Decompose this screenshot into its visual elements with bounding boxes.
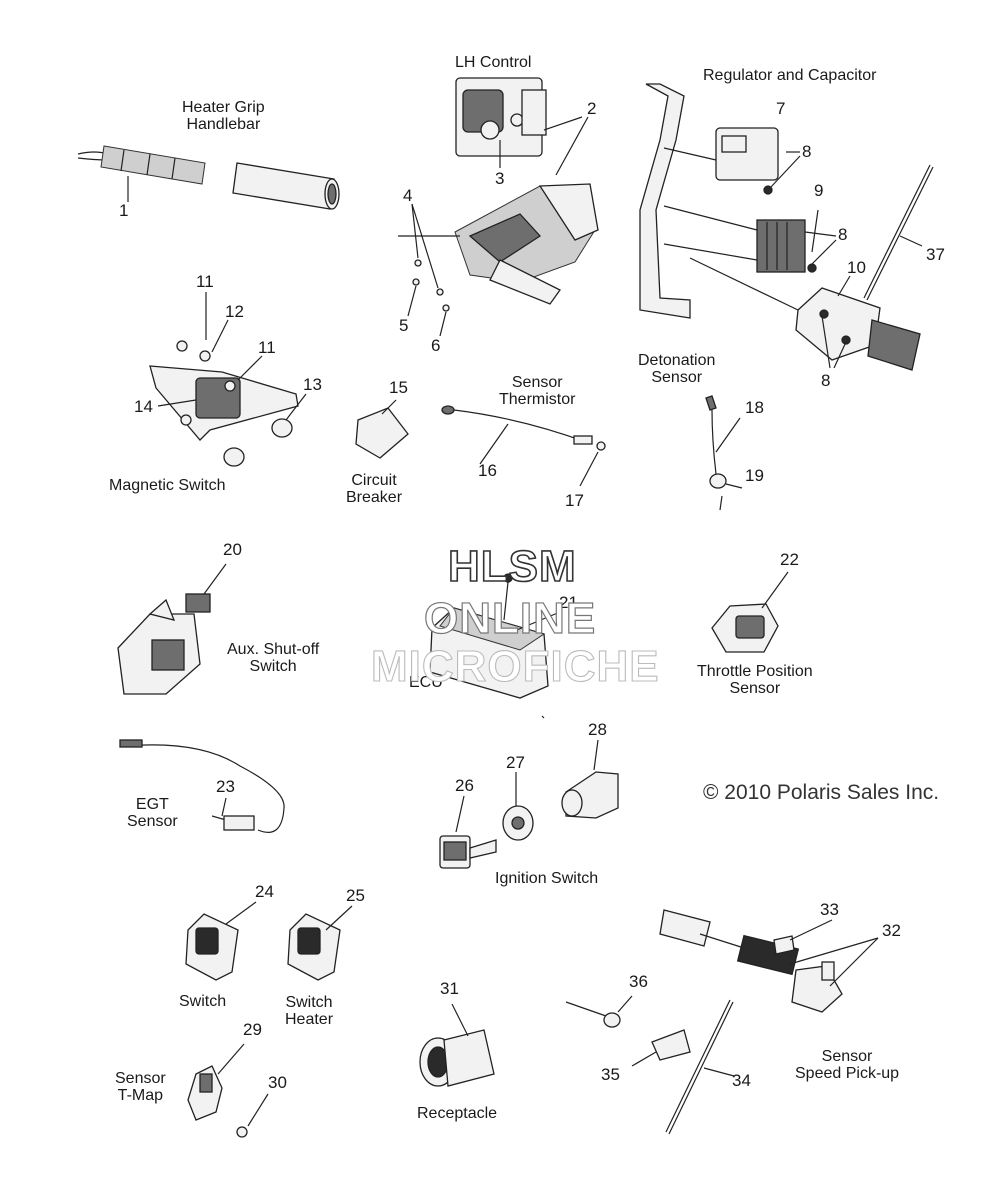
callout-6: 6 [431, 336, 441, 355]
label-circuit-breaker: Circuit Breaker [346, 472, 403, 506]
callout-30: 30 [268, 1073, 287, 1092]
detonation-sensor-part [705, 395, 743, 511]
label-sensor-tmap: Sensor T-Map [115, 1070, 166, 1104]
callout-24: 24 [255, 882, 274, 901]
label-aux-shutoff: Aux. Shut-off Switch [227, 641, 320, 675]
callout-21: 21 [559, 593, 578, 612]
speed-pickup-part [659, 909, 879, 1013]
callout-8-a: 8 [802, 142, 812, 161]
speed-sensor-clip-parts [565, 995, 691, 1067]
callout-27: 27 [506, 753, 525, 772]
label-switch: Switch [179, 993, 227, 1010]
egt-sensor-part [119, 739, 285, 833]
callout-31: 31 [440, 979, 459, 998]
label-receptacle: Receptacle [417, 1105, 498, 1122]
callout-23: 23 [216, 777, 235, 796]
label-detonation-sensor: Detonation Sensor [638, 352, 716, 386]
label-regulator: Regulator and Capacitor [703, 67, 877, 84]
callout-11-b: 11 [258, 338, 276, 357]
aux-shutoff-part [117, 563, 227, 695]
callout-22: 22 [780, 550, 799, 569]
callout-8-c: 8 [821, 371, 831, 390]
watermark-online: ONLINE [423, 593, 597, 643]
tmap-sensor-part [187, 1043, 269, 1138]
callout-32: 32 [882, 921, 901, 940]
sensor-thermistor-part [441, 405, 606, 487]
switch-parts [185, 901, 353, 981]
callout-19: 19 [745, 466, 764, 485]
callout-14: 14 [134, 397, 153, 416]
callout-16: 16 [478, 461, 497, 480]
watermark-microfiche: MICROFICHE [370, 641, 660, 691]
callout-37: 37 [926, 245, 945, 264]
callout-34: 34 [732, 1071, 751, 1090]
callout-29: 29 [243, 1020, 262, 1039]
label-magnetic-switch: Magnetic Switch [109, 477, 226, 494]
label-throttle-position: Throttle Position Sensor [697, 663, 813, 697]
label-heater-grip: Heater Grip Handlebar [182, 99, 265, 133]
callout-10: 10 [847, 258, 866, 277]
callout-25: 25 [346, 886, 365, 905]
callout-3: 3 [495, 169, 505, 188]
callout-1: 1 [119, 201, 129, 220]
callout-28: 28 [588, 720, 607, 739]
throttle-position-part [711, 571, 789, 653]
cable-tie-part [665, 999, 735, 1135]
ecu-part [429, 573, 561, 699]
label-lh-control: LH Control [455, 54, 532, 71]
callout-5: 5 [399, 316, 409, 335]
copyright-notice: © 2010 Polaris Sales Inc. [703, 781, 940, 804]
callout-36: 36 [629, 972, 648, 991]
lh-control-housing [398, 183, 599, 337]
callout-33: 33 [820, 900, 839, 919]
heater-grip-part [77, 145, 340, 210]
callout-4: 4 [403, 186, 413, 205]
ignition-switch-part [439, 739, 619, 869]
receptacle-part [419, 1003, 495, 1087]
callout-7: 7 [776, 99, 786, 118]
watermark-hlsm: HLSM [447, 541, 577, 592]
regulator-assembly [639, 83, 934, 371]
callout-2: 2 [587, 99, 597, 118]
callout-8-b: 8 [838, 225, 848, 244]
label-switch-heater: Switch Heater [285, 994, 334, 1028]
callout-12: 12 [225, 302, 244, 321]
lh-control-inset [455, 77, 589, 176]
label-ignition-switch: Ignition Switch [495, 870, 599, 887]
callout-17: 17 [565, 491, 584, 510]
label-ecu: ECU [409, 674, 443, 691]
label-egt-sensor: EGT Sensor [127, 796, 178, 830]
callout-35: 35 [601, 1065, 620, 1084]
magnetic-switch-part [149, 292, 307, 467]
callout-15: 15 [389, 378, 408, 397]
label-sensor-thermistor: Sensor Thermistor [499, 374, 576, 408]
callout-26: 26 [455, 776, 474, 795]
callout-18: 18 [745, 398, 764, 417]
callout-11-a: 11 [196, 272, 214, 291]
callout-13: 13 [303, 375, 322, 394]
callout-9: 9 [814, 181, 824, 200]
callout-20: 20 [223, 540, 242, 559]
label-speed-pickup: Sensor Speed Pick-up [795, 1048, 900, 1082]
circuit-breaker-part [355, 399, 409, 459]
